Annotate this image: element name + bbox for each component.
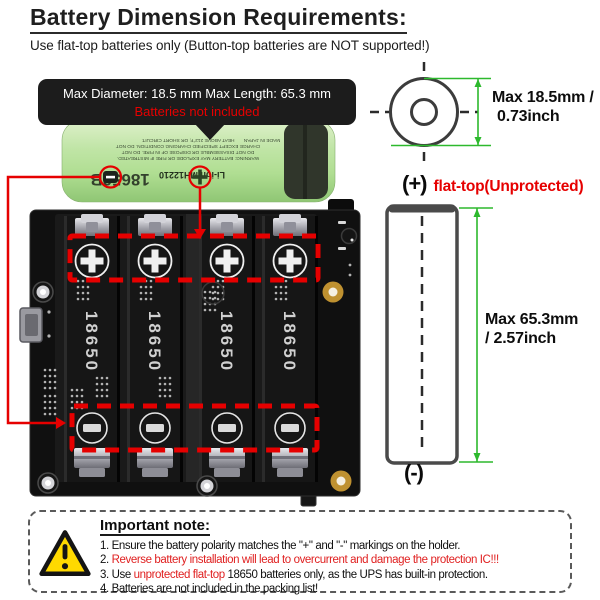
note-content: Important note: 1. Ensure the battery po… xyxy=(100,517,586,597)
screw-hole xyxy=(32,281,54,303)
page-subtitle: Use flat-top batteries only (Button-top … xyxy=(30,38,430,53)
note-item-1: 1. Ensure the battery polarity matches t… xyxy=(100,540,461,552)
solder-dot-clusters xyxy=(43,263,352,416)
negative-terminal-label: (-) xyxy=(404,460,424,485)
svg-text:18650: 18650 xyxy=(280,311,299,373)
note-title: Important note: xyxy=(100,517,210,536)
minus-arrowhead xyxy=(56,417,66,429)
micro-usb-port xyxy=(19,307,43,343)
length-dimension-lines xyxy=(459,207,493,463)
side-jack xyxy=(340,227,358,245)
note-item-3: 3. Use unprotected flat-top 18650 batter… xyxy=(100,568,488,581)
svg-text:18650: 18650 xyxy=(217,311,236,373)
battery-label-text: HEAT ABOVE 212°F, OR SHORT CIRCUIT. MADE… xyxy=(90,137,280,189)
screw-hole xyxy=(196,475,218,497)
dimension-callout: Max Diameter: 18.5 mm Max Length: 65.3 m… xyxy=(38,79,356,140)
battery-plus-marking xyxy=(192,169,208,185)
gold-mounting-pad xyxy=(330,470,352,492)
plus-highlight-circle xyxy=(188,165,212,189)
svg-text:18650: 18650 xyxy=(145,311,164,373)
battery-photo: HEAT ABOVE 212°F, OR SHORT CIRCUIT. MADE… xyxy=(61,119,336,203)
holder-board-photo: 18650 18650 18650 18650 xyxy=(19,199,361,507)
plus-row-highlight-box xyxy=(67,233,321,283)
page-title: Battery Dimension Requirements: xyxy=(30,4,407,34)
length-dimension-label: Max 65.3mm / 2.57inch xyxy=(485,311,579,347)
svg-text:MADE IN JAPAN: MADE IN JAPAN xyxy=(243,137,280,143)
plus-arrowhead xyxy=(194,229,206,239)
polarity-annotations xyxy=(6,175,321,453)
side-view-diagram xyxy=(385,204,493,465)
plus-symbol: (+) xyxy=(402,171,427,196)
diameter-dimension-label: Max 18.5mm / 0.73inch xyxy=(492,89,594,125)
svg-text:Li-ion MH12210: Li-ion MH12210 xyxy=(159,170,225,180)
warning-triangle-icon xyxy=(39,530,91,577)
svg-text:18650: 18650 xyxy=(82,311,101,373)
important-note-box: Important note: 1. Ensure the battery po… xyxy=(28,510,572,595)
svg-text:HEAT ABOVE 212°F, OR SHORT CIR: HEAT ABOVE 212°F, OR SHORT CIRCUIT. xyxy=(142,137,235,143)
gold-mounting-pad xyxy=(322,281,344,303)
top-view-diagram xyxy=(370,62,491,164)
slot-labels: 18650 18650 18650 18650 xyxy=(82,311,299,373)
svg-text:CHARGE EXCEPT SPECIFIED CHARGI: CHARGE EXCEPT SPECIFIED CHARGING CONDITI… xyxy=(116,143,260,149)
note-item-2: 2. Reverse battery installation will lea… xyxy=(100,554,499,567)
minus-row-highlight-box xyxy=(69,403,320,453)
flat-top-terminal xyxy=(388,204,456,213)
svg-text:DO NOT DISASSEMBLE OR DISPOSE: DO NOT DISASSEMBLE OR DISPOSE OF IN FIRE… xyxy=(122,149,255,155)
note-item-4: 4. Batteries are not included in the pac… xyxy=(100,583,318,596)
positive-terminal-label: (+) flat-top(Unprotected) xyxy=(402,171,584,197)
svg-text:WARNING: BATTERY MAY EXPLODE O: WARNING: BATTERY MAY EXPLODE OR FIRE IF … xyxy=(117,155,259,161)
flat-top-note: flat-top(Unprotected) xyxy=(433,178,584,195)
callout-dimensions: Max Diameter: 18.5 mm Max Length: 65.3 m… xyxy=(62,86,332,101)
diameter-dimension-lines xyxy=(391,77,491,147)
battery-minus-marking xyxy=(103,171,118,183)
screw-hole xyxy=(37,472,59,494)
callout-note: Batteries not included xyxy=(134,104,260,119)
